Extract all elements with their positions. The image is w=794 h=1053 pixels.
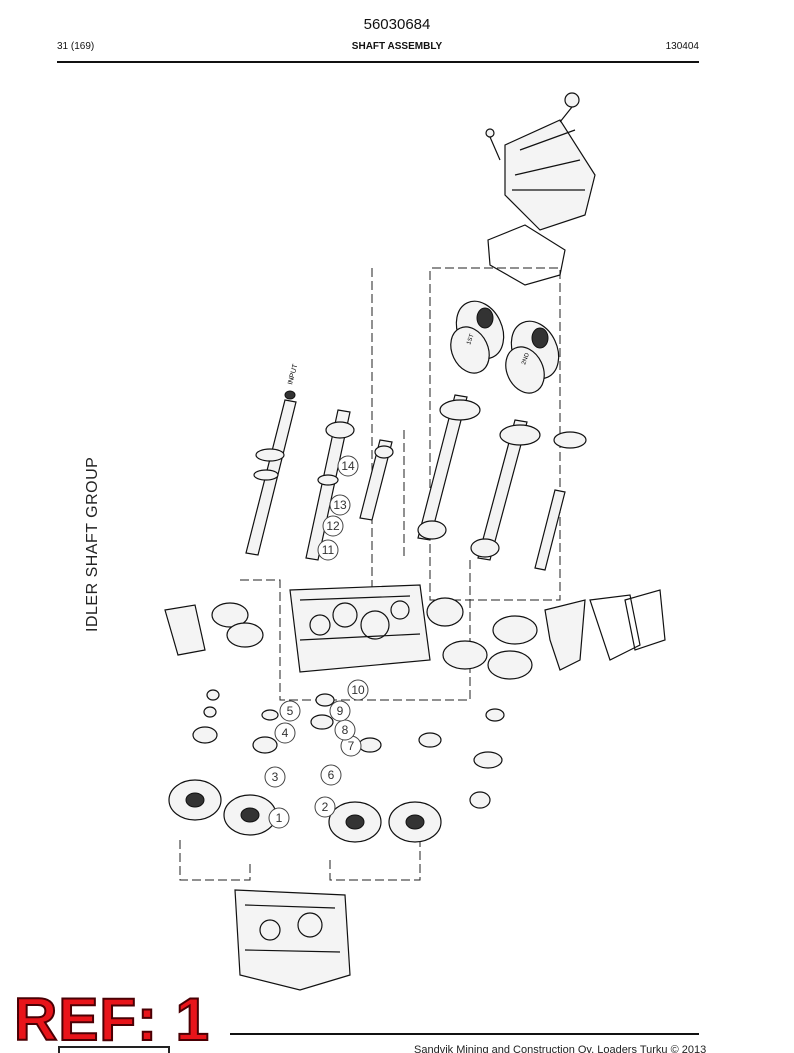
callout-1: 1: [268, 807, 290, 829]
svg-text:6: 6: [328, 768, 335, 782]
clutch-pack-first: [450, 300, 505, 374]
svg-text:4: 4: [282, 726, 289, 740]
callout-2: 2: [314, 796, 336, 818]
callout-5: 5: [279, 700, 301, 722]
brand-strip: [58, 1046, 170, 1053]
idler-gear-set: [426, 597, 538, 680]
footer-copyright: Sandvik Mining and Construction Oy, Load…: [414, 1044, 707, 1053]
callout-14: 14: [337, 455, 359, 477]
callout-6: 6: [320, 764, 342, 786]
svg-text:2: 2: [322, 800, 329, 814]
idler-shaft: [359, 439, 394, 521]
lower-bearings-seals: [192, 689, 505, 809]
top-gasket: [487, 224, 566, 286]
page-reference: 31 (169): [57, 41, 95, 52]
svg-text:9: 9: [337, 704, 344, 718]
callout-8: 8: [334, 719, 356, 741]
svg-text:12: 12: [326, 519, 340, 533]
ref-stamp: REF: 1: [13, 986, 211, 1053]
svg-text:10: 10: [351, 683, 365, 697]
svg-text:11: 11: [322, 543, 335, 557]
callout-group: 1 2 3 4 5 6 7 8 9 10 11 12 13 14: [264, 455, 369, 829]
svg-text:1: 1: [276, 811, 283, 825]
callout-3: 3: [264, 766, 286, 788]
lower-clutch-pack-b: [223, 794, 277, 836]
bottom-housing: [234, 889, 351, 991]
pto-shaft: [305, 409, 355, 561]
svg-text:13: 13: [333, 498, 347, 512]
svg-text:7: 7: [348, 739, 355, 753]
callout-9: 9: [329, 700, 351, 722]
svg-text:3: 3: [272, 770, 279, 784]
input-label: INPUT: [287, 363, 299, 386]
lower-clutch-pack-a: [168, 779, 222, 821]
output-shaft: [534, 431, 587, 571]
right-side-cover: [544, 589, 666, 671]
lower-clutch-pack-d: [388, 801, 442, 843]
second-clutch-shaft: [470, 419, 541, 561]
document-number: 56030684: [363, 16, 431, 33]
first-clutch-shaft: [417, 394, 481, 541]
transmission-case: [289, 584, 431, 673]
gear-label-first: 1ST: [466, 333, 476, 346]
top-housing-cover: [485, 92, 596, 231]
header-rule: [57, 61, 699, 63]
svg-text:14: 14: [341, 459, 355, 473]
gear-label-second: 2ND: [521, 352, 531, 366]
svg-text:8: 8: [342, 723, 349, 737]
callout-11: 11: [317, 539, 339, 561]
input-shaft: [245, 390, 297, 556]
pump-drive-gears: [164, 602, 264, 656]
section-title: SHAFT ASSEMBLY: [351, 41, 443, 52]
date-code: 130404: [665, 41, 699, 52]
callout-4: 4: [274, 722, 296, 744]
callout-12: 12: [322, 515, 344, 537]
clutch-pack-second: [505, 320, 560, 394]
idler-shaft-group-title: IDLER SHAFT GROUP: [84, 456, 101, 632]
exploded-parts-diagram: 1ST 2ND INPUT: [164, 92, 666, 991]
svg-text:5: 5: [287, 704, 294, 718]
footer-rule: [230, 1033, 699, 1035]
callout-13: 13: [329, 494, 351, 516]
lower-clutch-pack-c: [328, 801, 382, 843]
callout-10: 10: [347, 679, 369, 701]
